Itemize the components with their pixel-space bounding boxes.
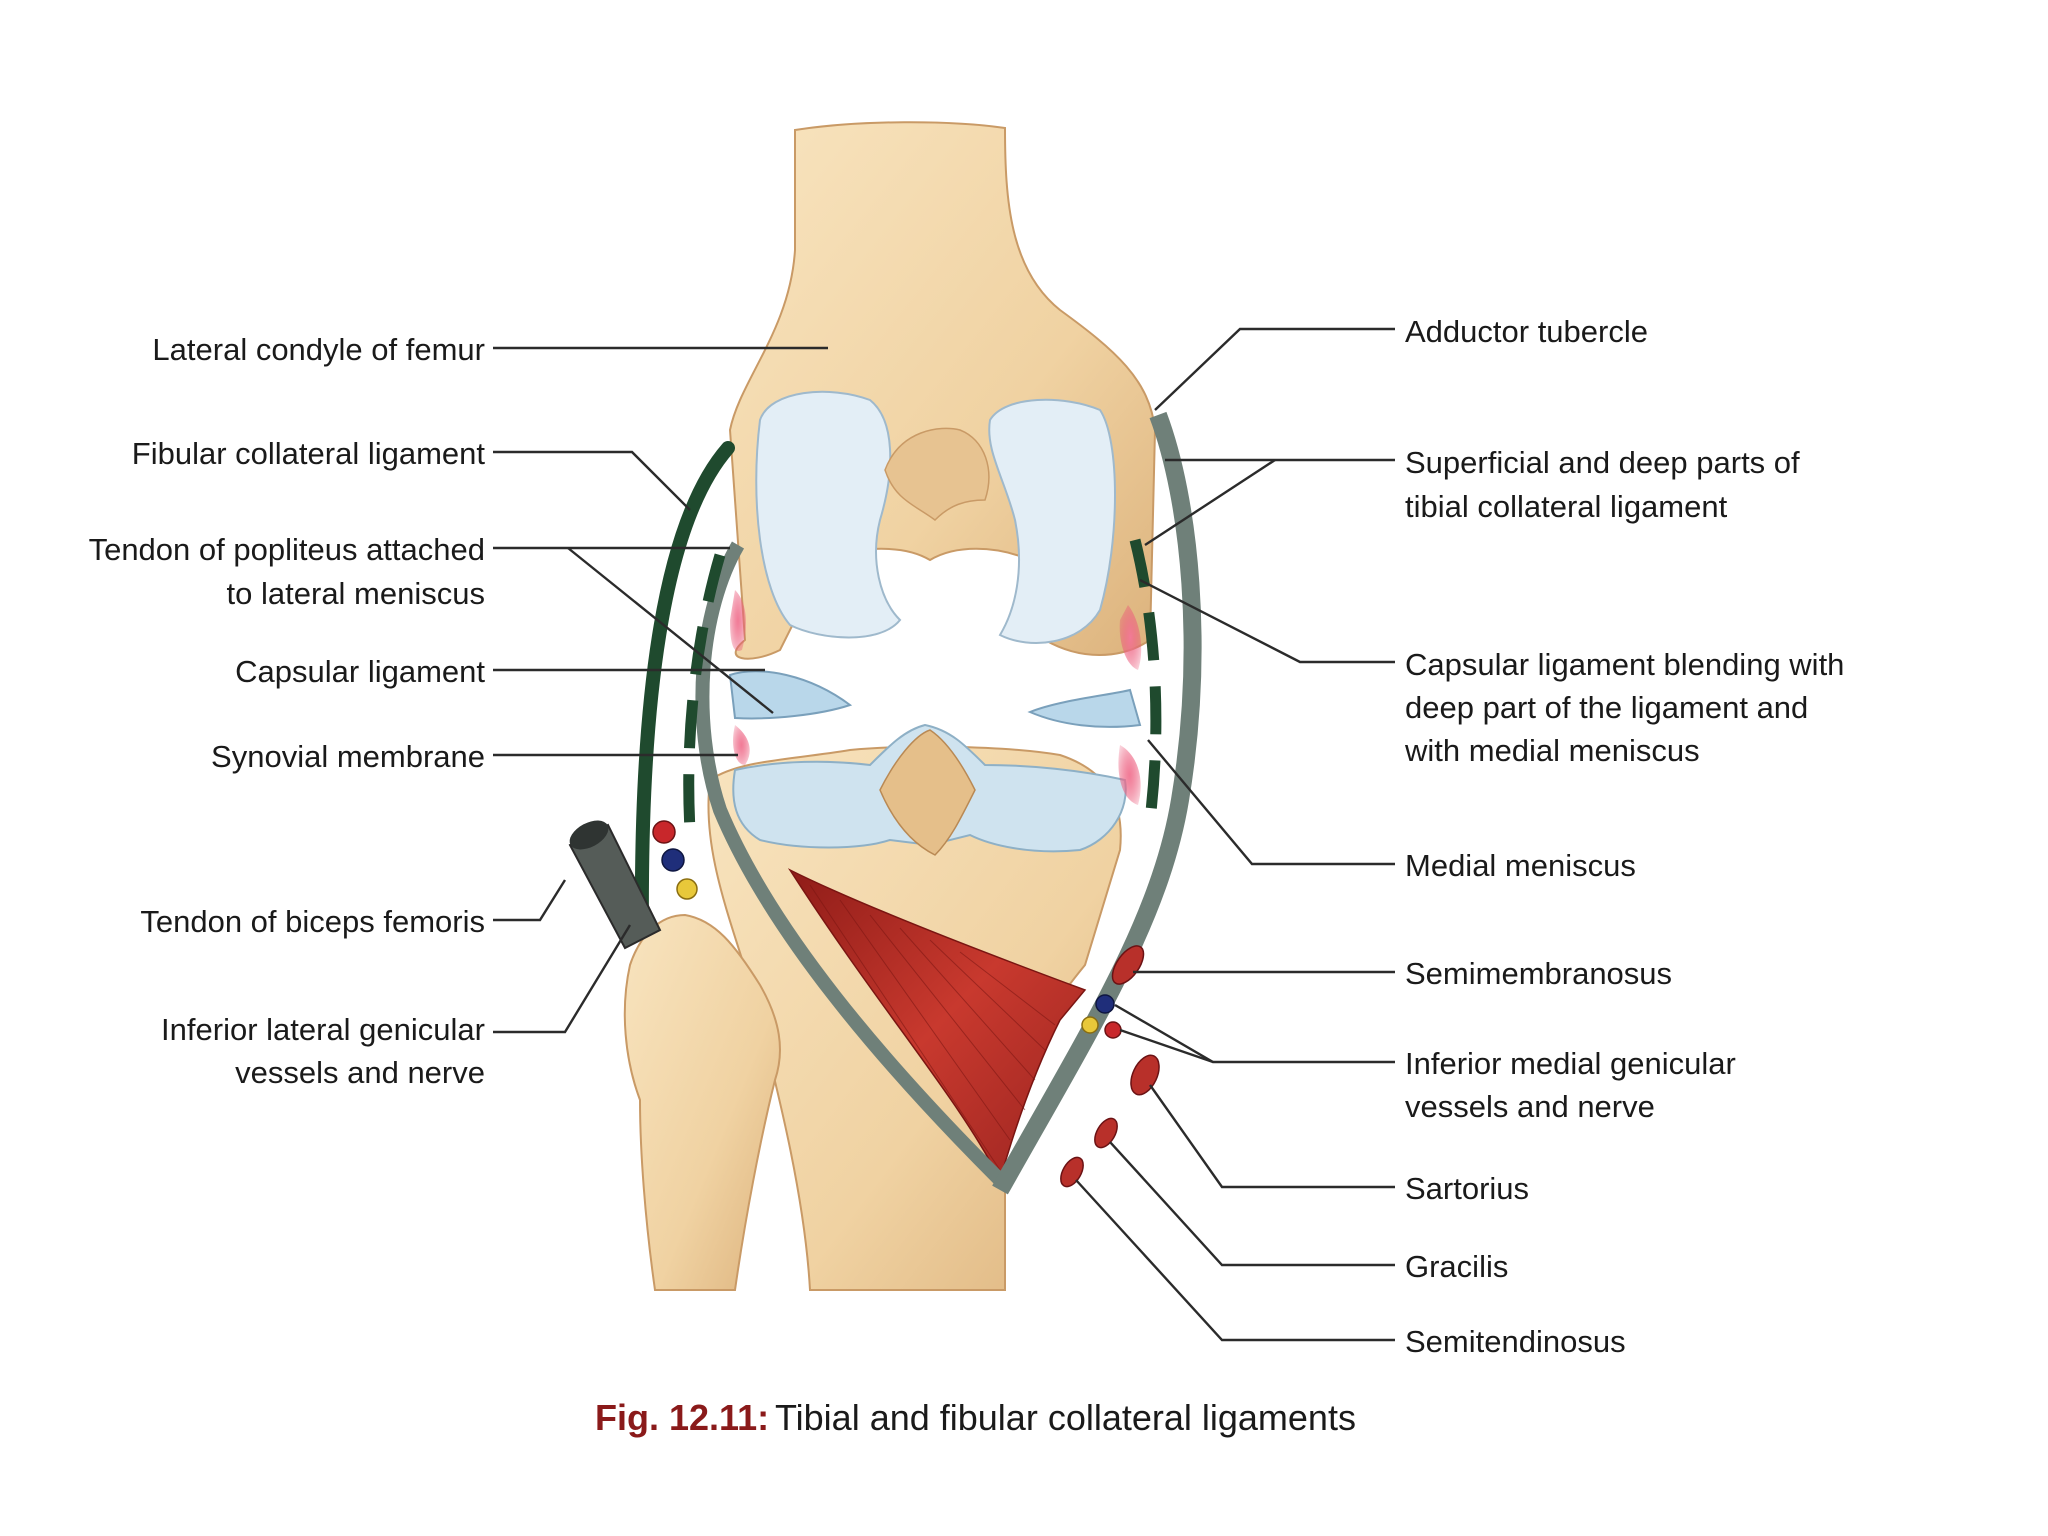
leader-lines-left — [493, 346, 828, 1034]
label-inf-medial-line1: Inferior medial genicular — [1405, 1046, 1736, 1081]
medial-condyle-cartilage — [988, 398, 1116, 644]
label-tibial-collateral-line1: Superficial and deep parts of — [1405, 445, 1800, 480]
medial-genicular-artery — [1104, 1021, 1122, 1039]
label-inf-lateral-line1: Inferior lateral genicular — [161, 1012, 485, 1047]
label-popliteus-line1: Tendon of popliteus attached — [89, 532, 485, 567]
label-popliteus-line2: to lateral meniscus — [227, 576, 485, 611]
lateral-meniscus — [728, 670, 853, 720]
label-lateral-condyle: Lateral condyle of femur — [152, 332, 485, 367]
label-inf-lateral-line2: vessels and nerve — [235, 1055, 485, 1090]
labels-left: Lateral condyle of femur Fibular collate… — [89, 332, 486, 1090]
label-synovial-membrane: Synovial membrane — [211, 739, 485, 774]
label-tibial-collateral-line2: tibial collateral ligament — [1405, 489, 1728, 524]
fibula — [623, 913, 781, 1291]
label-fibular-collateral: Fibular collateral ligament — [132, 436, 486, 471]
fibular-collateral-ligament — [634, 441, 735, 937]
label-capsular-ligament: Capsular ligament — [235, 654, 485, 689]
medial-genicular-vein — [1095, 994, 1115, 1014]
label-adductor-tubercle: Adductor tubercle — [1405, 314, 1648, 349]
synovial-medial-lower — [1118, 745, 1141, 805]
label-medial-meniscus: Medial meniscus — [1405, 848, 1636, 883]
lateral-condyle-cartilage — [755, 390, 902, 639]
label-biceps-femoris: Tendon of biceps femoris — [140, 904, 485, 939]
medial-genicular-nerve — [1081, 1016, 1099, 1034]
label-semimembranosus: Semimembranosus — [1405, 956, 1672, 991]
tibial-collateral-ligament — [992, 411, 1202, 1195]
medial-deep-part-dashes — [1129, 538, 1162, 821]
intercondylar-eminence — [879, 729, 976, 856]
caption-figure-number: Fig. 12.11: — [595, 1397, 769, 1438]
caption-text: Tibial and fibular collateral ligaments — [775, 1397, 1356, 1438]
intercondylar-notch — [884, 427, 990, 521]
label-capsular-blend-line2: deep part of the ligament and — [1405, 690, 1808, 725]
medial-meniscus — [1027, 688, 1142, 728]
label-sartorius: Sartorius — [1405, 1171, 1529, 1206]
figure-caption: Fig. 12.11: Tibial and fibular collatera… — [595, 1397, 1356, 1438]
label-capsular-blend-line3: with medial meniscus — [1404, 733, 1700, 768]
capsular-ligament-band — [695, 541, 1005, 1185]
biceps-femoris-tendon — [568, 820, 662, 950]
semitendinosus-tendon — [1060, 1156, 1084, 1188]
muscle-striations — [809, 884, 1056, 1171]
lateral-genicular-artery — [652, 820, 676, 844]
popliteus-muscle — [787, 868, 1087, 1183]
label-capsular-blend-line1: Capsular ligament blending with — [1405, 647, 1844, 682]
label-inf-medial-line2: vessels and nerve — [1405, 1089, 1655, 1124]
label-gracilis: Gracilis — [1405, 1249, 1508, 1284]
lateral-capsule-dashes — [683, 553, 726, 831]
synovial-lateral-lower — [733, 725, 750, 765]
labels-right: Adductor tubercle Superficial and deep p… — [1404, 314, 1844, 1359]
sartorius-tendon — [1130, 1054, 1160, 1096]
leader-lines-right — [1075, 327, 1395, 1342]
lateral-genicular-nerve — [676, 878, 698, 900]
label-semitendinosus: Semitendinosus — [1405, 1324, 1626, 1359]
lateral-genicular-vein — [661, 848, 685, 872]
synovial-lateral-upper — [730, 590, 746, 651]
gracilis-tendon — [1094, 1117, 1118, 1149]
synovial-medial-upper — [1119, 605, 1142, 670]
